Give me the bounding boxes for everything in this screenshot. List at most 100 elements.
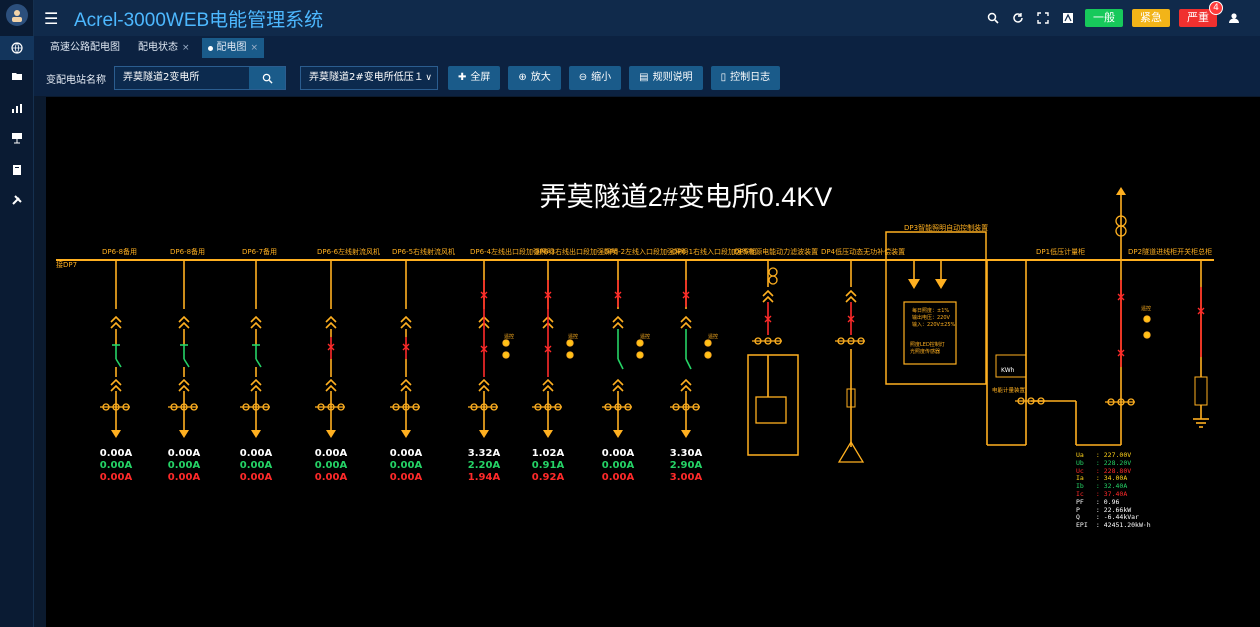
nav-chart-icon[interactable] — [0, 96, 34, 120]
feeder-current-i1: 0.00A — [239, 448, 273, 459]
open-switch-mark — [847, 315, 855, 323]
light-box-line-5: 光照度传感器 — [910, 349, 941, 355]
zoom-in-button-label: 放大 — [530, 72, 551, 83]
feeder-label: DP6-6左线射流风机 — [317, 248, 381, 256]
feeder-current-i3: 1.94A — [467, 472, 501, 483]
alarm-urgent-button[interactable]: 紧急 — [1132, 9, 1170, 27]
measurement-value: 32.40A — [1103, 482, 1128, 491]
measurement-value: 227.00V — [1103, 451, 1132, 459]
diagram-select[interactable]: 弄莫隧道2#变电所低压１ ∨ — [300, 66, 438, 90]
load-arrow — [613, 430, 623, 438]
status-lamp — [704, 351, 712, 359]
status-lamp — [636, 351, 644, 359]
tab-distribution-diagram[interactable]: 配电图 × — [201, 38, 265, 58]
alarm-general-button[interactable]: 一般 — [1085, 9, 1123, 27]
tab-close-icon[interactable]: × — [182, 43, 190, 53]
feeder-current-i1: 0.00A — [99, 448, 133, 459]
measurement-key: Ic — [1076, 489, 1084, 498]
fullscreen-button[interactable]: ✚ 全屏 — [448, 66, 501, 90]
feeder-current-i1: 1.02A — [531, 448, 565, 459]
source-arrow — [1116, 187, 1126, 195]
measurement-value: 22.66kW — [1103, 505, 1132, 514]
zoom-out-button[interactable]: ⊖ 缩小 — [568, 66, 622, 90]
feeder-current-i1: 0.00A — [389, 448, 423, 459]
user-icon[interactable] — [1226, 10, 1242, 26]
nav-presentation-icon[interactable] — [0, 126, 34, 150]
translate-icon[interactable] — [1060, 10, 1076, 26]
nav-globe-icon[interactable] — [0, 36, 34, 60]
search-icon — [262, 73, 273, 84]
control-log-button[interactable]: ▯ 控制日志 — [710, 66, 781, 90]
open-switch-mark — [614, 291, 622, 299]
measurement-key: Ua — [1076, 451, 1084, 459]
capacitor — [846, 388, 856, 408]
open-switch-mark — [1197, 307, 1205, 315]
measurement-value: -6.44kVar — [1103, 513, 1139, 522]
user-avatar-icon[interactable] — [6, 4, 28, 26]
breaker-chevron — [542, 378, 554, 386]
load-arrow — [681, 430, 691, 438]
nav-folder-icon[interactable] — [0, 64, 34, 88]
station-search-button[interactable] — [249, 67, 285, 89]
station-search-input[interactable]: 弄莫隧道2变电所 — [123, 72, 200, 83]
alarm-severe-label: 严重 — [1187, 11, 1209, 24]
nav-tools-icon[interactable] — [0, 188, 34, 212]
search-icon[interactable] — [985, 10, 1001, 26]
measurement-row: PF : 0.96 — [1076, 497, 1151, 507]
dp5-label: DP5有源电能动力滤波装置 — [734, 248, 819, 256]
tab-highway-diagram[interactable]: 高速公路配电图 — [44, 38, 126, 58]
status-lamp — [502, 339, 510, 347]
menu-icon[interactable]: ☰ — [44, 8, 59, 28]
measurement-value: 228.80V — [1103, 466, 1132, 475]
tab-close-icon[interactable]: × — [250, 43, 259, 53]
meter-label: 电能计量装置 — [992, 388, 1026, 394]
breaker-chevron — [325, 384, 337, 392]
feeder-label: DP6-1右线入口段加强照明 — [672, 248, 757, 256]
open-switch-mark — [480, 291, 488, 299]
diagram-title: 弄莫隧道2#变电所0.4KV — [539, 182, 833, 212]
lighting-controller — [903, 301, 957, 365]
rules-button[interactable]: ▤ 规则说明 — [629, 66, 703, 90]
breaker-chevron — [250, 321, 262, 329]
measurement-separator: : — [1092, 482, 1104, 491]
zoom-out-button-label: 缩小 — [591, 72, 612, 83]
transformer-coil — [1115, 225, 1127, 237]
feeder-current-i2: 0.00A — [389, 460, 423, 471]
measurement-separator: : — [1092, 497, 1104, 506]
measurement-key: Q — [1076, 513, 1080, 522]
open-switch-mark — [544, 291, 552, 299]
breaker-chevron — [178, 378, 190, 386]
feeder-label: DP6-4左线出口段加强照明 — [470, 248, 555, 256]
dp4-label: DP4低压动态无功补偿装置 — [821, 248, 906, 256]
feeder-current-i1: 0.00A — [314, 448, 348, 459]
breaker-chevron — [478, 384, 490, 392]
breaker-chevron — [612, 378, 624, 386]
open-switch-mark — [402, 343, 410, 351]
breaker-chevron — [845, 289, 857, 297]
feeder-label: DP6-5右线射流风机 — [392, 248, 456, 256]
refresh-icon[interactable] — [1010, 10, 1026, 26]
alarm-severe-button[interactable]: 严重 4 — [1179, 1, 1223, 27]
breaker-chevron — [680, 384, 692, 392]
fullscreen-icon[interactable] — [1035, 10, 1051, 26]
measurement-separator: : — [1092, 458, 1104, 467]
zoom-in-button[interactable]: ⊕ 放大 — [508, 66, 561, 90]
feeder-current-i3: 3.00A — [669, 472, 703, 483]
breaker-chevron — [762, 289, 774, 297]
tab-distribution-status[interactable]: 配电状态 × — [132, 38, 196, 58]
kwh-meter — [995, 354, 1027, 378]
measurement-key: Ib — [1076, 482, 1084, 491]
top-bar: ☰ Acrel-3000WEB电能管理系统 一般 紧急 严重 4 — [34, 0, 1260, 36]
light-box-line-3: 输入：220V±25% — [912, 322, 956, 328]
feeder-current-i1: 3.30A — [669, 448, 703, 459]
nav-book-icon[interactable] — [0, 158, 34, 182]
remote-label-3: 遥控 — [640, 334, 651, 340]
load-arrow — [479, 430, 489, 438]
cap-bank-triangle — [837, 440, 865, 463]
feeder-label: DP6-2左线入口段加强照明 — [604, 248, 689, 256]
light-box-line-1: 每日照度：±1% — [912, 308, 950, 314]
remote-label-2: 遥控 — [568, 334, 579, 340]
feeder-current-i3: 0.00A — [99, 472, 133, 483]
remote-label-5: 遥控 — [1141, 306, 1152, 312]
open-switch-mark — [682, 291, 690, 299]
